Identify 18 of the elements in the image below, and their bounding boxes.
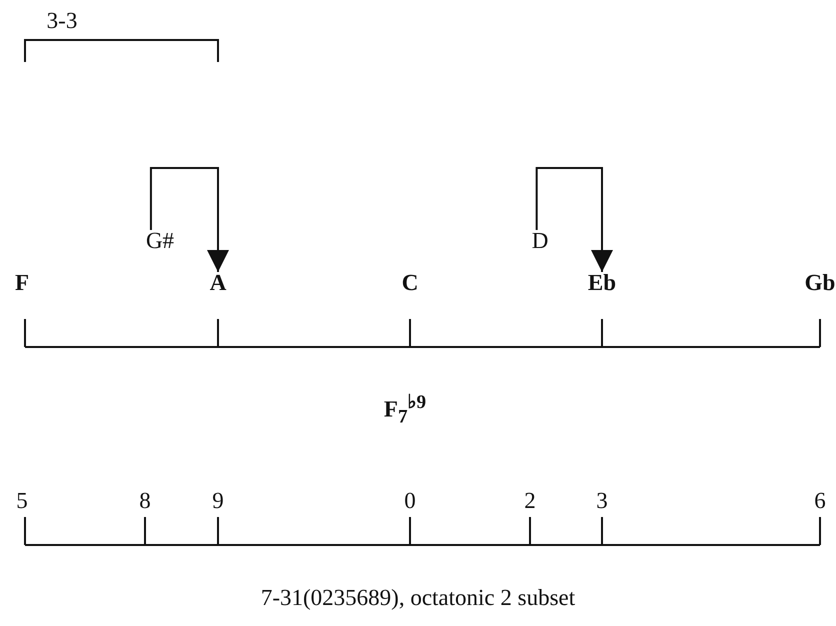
- note-name: C: [402, 270, 418, 296]
- pitch-class-number: 5: [16, 488, 28, 514]
- arrow: [150, 167, 229, 272]
- arrow: [536, 167, 613, 272]
- pitch-class-number: 2: [524, 488, 536, 514]
- pitch-class-number: 3: [596, 488, 608, 514]
- note-name: Gb: [804, 270, 836, 296]
- pitch-class-number: 6: [814, 488, 826, 514]
- caption: 7-31(0235689), octatonic 2 subset: [260, 585, 576, 611]
- note-name: D: [532, 228, 548, 254]
- pitch-class-number: 8: [139, 488, 151, 514]
- note-name: Eb: [588, 270, 616, 296]
- note-name: F: [14, 270, 30, 296]
- pitch-class-number: 0: [404, 488, 416, 514]
- pitch-class-number: 9: [212, 488, 224, 514]
- note-name: A: [210, 270, 226, 296]
- note-name: G#: [146, 228, 174, 254]
- set-class-label: 3-3: [46, 8, 78, 34]
